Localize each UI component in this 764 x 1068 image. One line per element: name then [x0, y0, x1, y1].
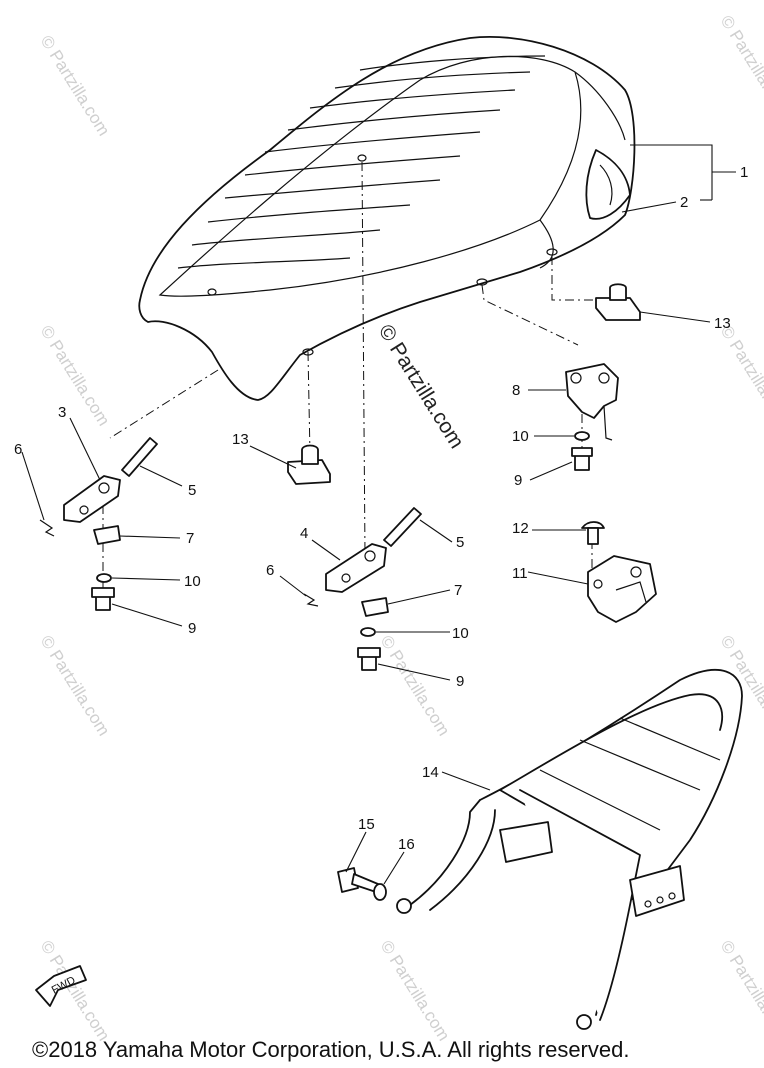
callout-3: 3	[58, 404, 66, 421]
callout-13-left: 13	[232, 431, 249, 448]
callout-8: 8	[512, 382, 520, 399]
callout-13-right: 13	[714, 315, 731, 332]
callout-6-center: 6	[266, 562, 274, 579]
watermark-10: © Partzilla.com	[717, 937, 764, 1044]
damper-left	[287, 444, 331, 485]
callout-4: 4	[300, 525, 308, 542]
callout-6-left: 6	[14, 441, 22, 458]
callout-14: 14	[422, 764, 439, 781]
callout-15: 15	[358, 816, 375, 833]
bushing-left	[93, 525, 121, 545]
screw	[581, 521, 605, 545]
bushing-center	[361, 597, 389, 617]
carrier-bolt	[337, 867, 379, 893]
washer-center	[360, 627, 376, 637]
watermark-5: © Partzilla.com	[37, 632, 114, 739]
bolt-center	[357, 647, 381, 671]
callout-9-left: 9	[188, 620, 196, 637]
callout-9-right: 9	[514, 472, 522, 489]
watermark-2: © Partzilla.com	[717, 12, 764, 119]
carrier	[396, 669, 743, 1030]
clip-center	[303, 593, 319, 607]
pin-center	[383, 507, 422, 547]
callout-5-center: 5	[456, 534, 464, 551]
clip-left	[39, 519, 55, 537]
damper-right	[595, 283, 641, 321]
callout-5-left: 5	[188, 482, 196, 499]
callout-16: 16	[398, 836, 415, 853]
callout-11: 11	[512, 565, 528, 582]
pin-left	[121, 437, 158, 477]
hinge-left	[63, 475, 121, 523]
washer-right	[574, 431, 590, 441]
bolt-left	[91, 587, 115, 611]
callout-7-left: 7	[186, 530, 194, 547]
callout-7-center: 7	[454, 582, 462, 599]
seat	[138, 35, 636, 401]
leader-lines	[21, 144, 736, 885]
callout-10-left: 10	[184, 573, 201, 590]
callout-2: 2	[680, 194, 688, 211]
callout-12: 12	[512, 520, 529, 537]
carrier-washer	[373, 883, 387, 901]
bolt-right	[571, 447, 593, 471]
watermark-1: © Partzilla.com	[37, 32, 114, 139]
callouts: 1 2 13 8 10 9 12 11 13 3 6 5 7 10 9 4 5 …	[14, 164, 748, 853]
callout-9-center: 9	[456, 673, 464, 690]
watermark-4: © Partzilla.com	[717, 322, 764, 429]
watermark-6: © Partzilla.com	[377, 632, 454, 739]
watermark-9: © Partzilla.com	[377, 937, 454, 1044]
copyright-notice: ©2018 Yamaha Motor Corporation, U.S.A. A…	[32, 1037, 630, 1062]
callout-1: 1	[740, 164, 748, 181]
callout-10-center: 10	[452, 625, 469, 642]
washer-left	[96, 573, 112, 583]
callout-10-right: 10	[512, 428, 529, 445]
hinge-center	[325, 543, 387, 593]
watermark-center: © Partzilla.com	[374, 320, 468, 452]
lock-holder	[587, 555, 657, 623]
watermark-3: © Partzilla.com	[37, 322, 114, 429]
seat-lock	[565, 363, 619, 441]
